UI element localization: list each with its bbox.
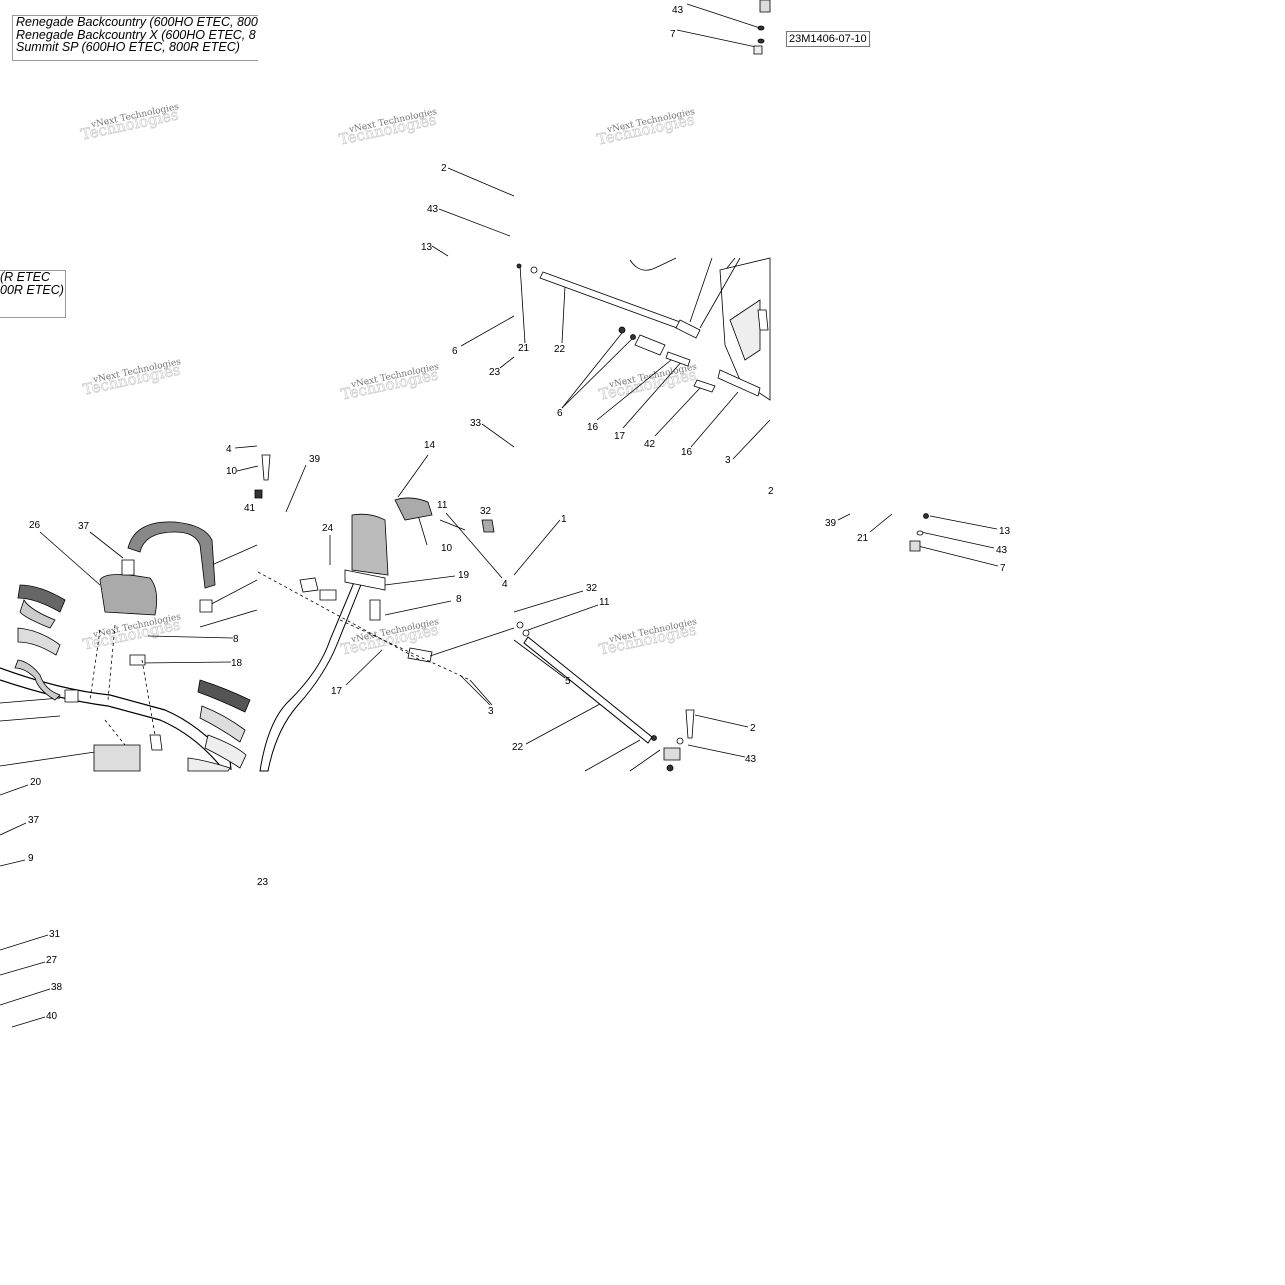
callout-39: 39	[309, 454, 321, 465]
callout-41: 41	[244, 503, 256, 514]
tile-steering-column	[257, 454, 515, 772]
watermark: Technologies vNext Technologies	[595, 107, 697, 149]
callout-16: 16	[587, 422, 599, 433]
watermark: Technologies vNext Technologies	[79, 102, 181, 144]
watermark: Technologies vNext Technologies	[81, 612, 183, 654]
callout-8: 8	[233, 634, 239, 645]
tile-top-right	[676, 0, 771, 55]
callout-22: 22	[512, 742, 524, 753]
callout-10: 10	[441, 543, 453, 554]
callout-3: 3	[725, 455, 731, 466]
callout-39: 39	[825, 518, 837, 529]
watermark: Technologies vNext Technologies	[337, 107, 439, 149]
callout-43: 43	[427, 204, 439, 215]
legend-line: Summit SP (600HO ETEC, 800R ETEC)	[16, 40, 240, 54]
callout-23: 23	[257, 877, 269, 888]
callout-31: 31	[49, 929, 61, 940]
model-legend-partial: R ETEC) 00R ETEC)	[0, 270, 66, 318]
callout-19: 19	[458, 570, 470, 581]
callout-21: 21	[857, 533, 869, 544]
callout-6: 6	[452, 346, 458, 357]
callout-40: 40	[46, 1011, 58, 1022]
callout-38: 38	[51, 982, 63, 993]
watermark: Technologies vNext Technologies	[597, 617, 699, 659]
callout-2: 2	[441, 163, 447, 174]
tile-right-small	[837, 513, 999, 567]
callout-43: 43	[672, 5, 684, 16]
tile-handlebar	[0, 445, 307, 1028]
watermark: Technologies vNext Technologies	[597, 362, 699, 404]
callout-21: 21	[518, 343, 530, 354]
callout-20: 20	[30, 777, 42, 788]
watermark: Technologies vNext Technologies	[81, 357, 183, 399]
callout-17: 17	[614, 431, 626, 442]
callout-26: 26	[29, 520, 41, 531]
callout-7: 7	[670, 29, 676, 40]
callout-22: 22	[554, 344, 566, 355]
callout-7: 7	[1000, 563, 1006, 574]
model-legend: Renegade Backcountry (600HO ETEC, 800 Re…	[12, 15, 258, 61]
callout-18: 18	[231, 658, 243, 669]
callout-4: 4	[226, 444, 232, 455]
callout-37: 37	[78, 521, 90, 532]
callout-43: 43	[996, 545, 1008, 556]
callout-3: 3	[488, 706, 494, 717]
callouts: 43 7 2 43 13 6 21 22 23 6 16 17 42 16 3 …	[28, 5, 1011, 1022]
callout-17: 17	[331, 686, 343, 697]
callout-32: 32	[586, 583, 598, 594]
legend-line: Renegade Backcountry X (600HO ETEC, 8	[16, 27, 256, 42]
legend-line: 00R ETEC)	[0, 282, 64, 297]
callout-8: 8	[456, 594, 462, 605]
diagram-code: 23M1406-07-10	[786, 31, 870, 47]
callout-13: 13	[421, 242, 433, 253]
callout-32: 32	[480, 506, 492, 517]
watermarks: Technologies vNext Technologies Technolo…	[79, 102, 699, 659]
callout-42: 42	[644, 439, 656, 450]
callout-14: 14	[424, 440, 436, 451]
callout-37: 37	[28, 815, 40, 826]
callout-9: 9	[28, 853, 34, 864]
callout-33: 33	[470, 418, 482, 429]
callout-6: 6	[557, 408, 563, 419]
callout-5: 5	[565, 676, 571, 687]
callout-27: 27	[46, 955, 58, 966]
watermark: Technologies vNext Technologies	[339, 362, 441, 404]
callout-23: 23	[489, 367, 501, 378]
callout-4: 4	[502, 579, 508, 590]
callout-13: 13	[999, 526, 1011, 537]
callout-16: 16	[681, 447, 693, 458]
callout-10: 10	[226, 466, 238, 477]
callout-2: 2	[750, 723, 756, 734]
callout-2: 2	[768, 486, 774, 497]
legend-line: R ETEC)	[0, 270, 51, 284]
callout-43: 43	[745, 754, 757, 765]
callout-24: 24	[322, 523, 334, 534]
legend-line: Renegade Backcountry (600HO ETEC, 800	[16, 15, 258, 29]
callout-11: 11	[437, 500, 448, 511]
tile-tie-rod	[513, 519, 749, 772]
callout-11: 11	[599, 597, 610, 608]
callout-1: 1	[561, 514, 567, 525]
tile-upper-mechanism	[431, 167, 771, 460]
